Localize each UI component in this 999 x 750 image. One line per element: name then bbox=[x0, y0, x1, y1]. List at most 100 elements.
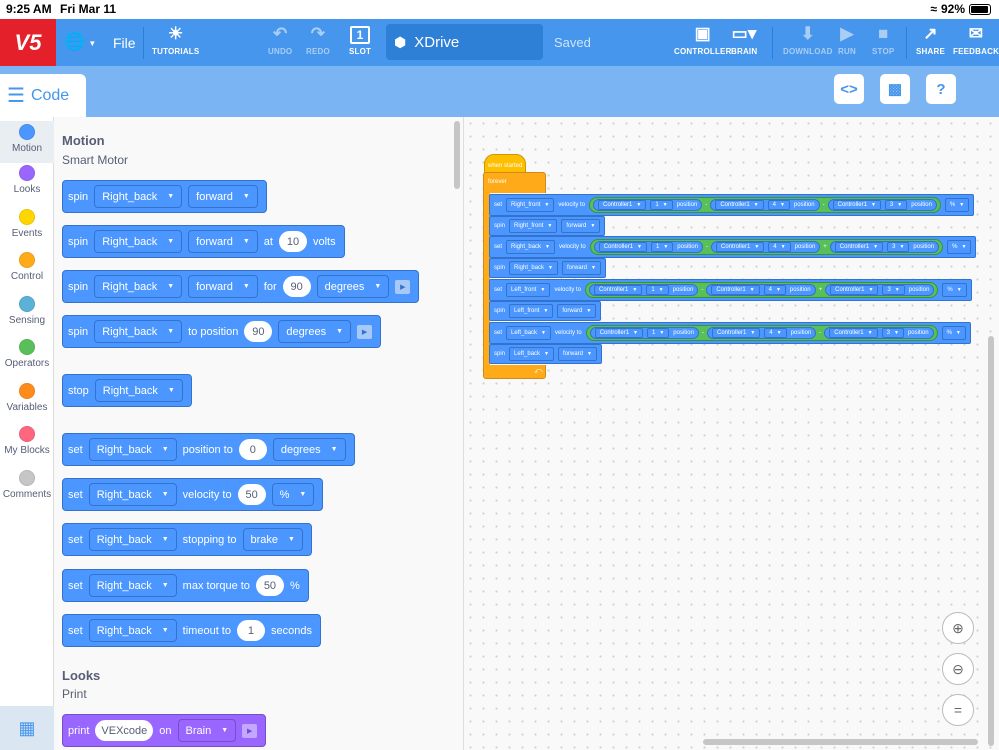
motor-dropdown[interactable]: Right_back▼ bbox=[94, 320, 183, 343]
unit-dropdown[interactable]: degrees▼ bbox=[316, 275, 390, 298]
category-events[interactable]: Events bbox=[0, 209, 54, 251]
download-button[interactable]: ⬇ DOWNLOAD bbox=[783, 23, 833, 56]
undo-button[interactable]: ↶ UNDO bbox=[268, 23, 292, 56]
motor-dropdown[interactable]: Right_back▼ bbox=[88, 483, 177, 506]
position-input[interactable]: 90 bbox=[244, 321, 273, 342]
category-variables[interactable]: Variables bbox=[0, 383, 54, 425]
block-spin-for[interactable]: spin Right_back▼ forward▼ for 90 degrees… bbox=[62, 270, 420, 303]
direction-dropdown[interactable]: forward▼ bbox=[188, 230, 258, 253]
category-looks[interactable]: Looks bbox=[0, 165, 54, 207]
unit-dropdown[interactable]: degrees▼ bbox=[278, 320, 352, 343]
set-velocity-block[interactable]: set Left_back▼ velocity to Controller1▼1… bbox=[489, 322, 971, 344]
degrees-input[interactable]: 90 bbox=[282, 276, 311, 297]
motor-dropdown[interactable]: Right_back▼ bbox=[88, 528, 177, 551]
code-workspace[interactable]: when started forever ⤺ set Right_front▼ … bbox=[464, 117, 999, 750]
stop-label: STOP bbox=[872, 47, 895, 56]
spin-block[interactable]: spin Left_back▼ forward▼ bbox=[489, 344, 602, 364]
spin-block[interactable]: spin Right_front▼ forward▼ bbox=[489, 216, 606, 236]
spin-block[interactable]: spin Right_back▼ forward▼ bbox=[489, 258, 606, 278]
run-block-icon[interactable]: ▶ bbox=[395, 279, 411, 294]
speech-bubble-icon: ✉ bbox=[968, 24, 984, 43]
block-spin[interactable]: spin Right_back▼ forward▼ bbox=[62, 180, 267, 213]
divider bbox=[906, 27, 907, 59]
velocity-input[interactable]: 50 bbox=[237, 484, 266, 505]
stop-button[interactable]: ■ STOP bbox=[872, 23, 894, 56]
workspace-horizontal-scrollbar[interactable] bbox=[703, 739, 978, 745]
controller-position-block: Controller1▼4▼position bbox=[710, 241, 821, 253]
block-stop[interactable]: stop Right_back▼ bbox=[62, 374, 192, 407]
direction-dropdown[interactable]: forward▼ bbox=[188, 185, 258, 208]
project-name-field[interactable]: ⬢ XDrive bbox=[386, 24, 543, 60]
category-my-blocks[interactable]: My Blocks bbox=[0, 426, 54, 468]
category-label: Sensing bbox=[8, 315, 46, 326]
block-print[interactable]: print VEXcode on Brain▼ ▶ bbox=[62, 714, 267, 747]
motor-dropdown[interactable]: Right_front▼ bbox=[506, 198, 555, 212]
unit-dropdown[interactable]: degrees▼ bbox=[272, 438, 346, 461]
feedback-button[interactable]: ✉ FEEDBACK bbox=[953, 23, 999, 56]
motor-dropdown[interactable]: Right_back▼ bbox=[94, 230, 183, 253]
timeout-input[interactable]: 1 bbox=[236, 620, 265, 641]
direction-dropdown[interactable]: forward▼ bbox=[188, 275, 258, 298]
category-motion[interactable]: Motion bbox=[0, 121, 54, 163]
redo-label: REDO bbox=[306, 47, 330, 56]
block-spin-volts[interactable]: spin Right_back▼ forward▼ at 10 volts bbox=[62, 225, 345, 258]
block-set-timeout[interactable]: set Right_back▼ timeout to 1 seconds bbox=[62, 614, 321, 647]
block-set-velocity[interactable]: set Right_back▼ velocity to 50 %▼ bbox=[62, 478, 324, 511]
workspace-vertical-scrollbar[interactable] bbox=[988, 336, 994, 746]
palette-scrollbar[interactable] bbox=[454, 121, 460, 189]
slot-button[interactable]: 1 SLOT bbox=[349, 23, 371, 56]
motor-dropdown[interactable]: Right_back▼ bbox=[94, 185, 183, 208]
category-comments[interactable]: Comments bbox=[0, 470, 54, 512]
controller-position-block: Controller1▼3▼position bbox=[825, 284, 935, 296]
volts-input[interactable]: 10 bbox=[278, 231, 307, 252]
zoom-reset-button[interactable]: = bbox=[942, 694, 974, 726]
run-block-icon[interactable]: ▶ bbox=[242, 723, 258, 738]
tutorials-label: TUTORIALS bbox=[152, 47, 200, 56]
zoom-out-button[interactable]: ⊖ bbox=[942, 653, 974, 685]
file-menu[interactable]: File bbox=[113, 35, 136, 51]
redo-button[interactable]: ↷ REDO bbox=[306, 23, 330, 56]
block-set-stopping[interactable]: set Right_back▼ stopping to brake▼ bbox=[62, 523, 312, 556]
category-control[interactable]: Control bbox=[0, 252, 54, 294]
block-set-max-torque[interactable]: set Right_back▼ max torque to 50 % bbox=[62, 569, 309, 602]
code-viewer-button[interactable]: <> bbox=[834, 74, 864, 104]
set-velocity-block[interactable]: set Right_front▼ velocity to Controller1… bbox=[489, 194, 975, 216]
status-date: Fri Mar 11 bbox=[60, 2, 117, 16]
block-spin-to-position[interactable]: spin Right_back▼ to position 90 degrees▼… bbox=[62, 315, 382, 348]
run-block-icon[interactable]: ▶ bbox=[357, 324, 373, 339]
motor-dropdown[interactable]: Right_back▼ bbox=[88, 619, 177, 642]
motor-dropdown[interactable]: Right_back▼ bbox=[94, 275, 183, 298]
vex-logo[interactable]: V5 bbox=[0, 19, 56, 66]
category-sensing[interactable]: Sensing bbox=[0, 296, 54, 338]
run-button[interactable]: ▶ RUN bbox=[838, 23, 856, 56]
motor-dropdown[interactable]: Right_back▼ bbox=[88, 438, 177, 461]
brake-dropdown[interactable]: brake▼ bbox=[242, 528, 303, 551]
operator-block[interactable]: Controller1▼1▼position - Controller1▼4▼p… bbox=[589, 197, 941, 213]
language-button[interactable]: 🌐 ▼ bbox=[64, 31, 97, 55]
spin-block[interactable]: spin Left_front▼ forward▼ bbox=[489, 301, 602, 321]
brain-label: BRAIN bbox=[731, 47, 758, 56]
block-set-position[interactable]: set Right_back▼ position to 0 degrees▼ bbox=[62, 433, 355, 466]
controller-button[interactable]: ▣ CONTROLLER bbox=[674, 23, 732, 56]
torque-input[interactable]: 50 bbox=[255, 575, 284, 596]
print-text-input[interactable]: VEXcode bbox=[95, 720, 154, 741]
motor-dropdown[interactable]: Right_back▼ bbox=[88, 574, 177, 597]
devices-button[interactable]: ▩ bbox=[880, 74, 910, 104]
position-input[interactable]: 0 bbox=[238, 439, 267, 460]
tutorials-button[interactable]: ☀ TUTORIALS bbox=[152, 23, 199, 56]
zoom-in-button[interactable]: ⊕ bbox=[942, 612, 974, 644]
extensions-button[interactable]: ▦ bbox=[0, 706, 54, 750]
help-button[interactable]: ? bbox=[926, 74, 956, 104]
code-tab[interactable]: ☰ Code bbox=[0, 74, 86, 117]
set-velocity-block[interactable]: set Right_back▼ velocity to Controller1▼… bbox=[489, 236, 977, 258]
share-button[interactable]: ↗ SHARE bbox=[916, 23, 945, 56]
set-velocity-block[interactable]: set Left_front▼ velocity to Controller1▼… bbox=[489, 279, 972, 301]
print-target-dropdown[interactable]: Brain▼ bbox=[177, 719, 237, 742]
motor-dropdown[interactable]: Right_back▼ bbox=[94, 379, 183, 402]
brain-button[interactable]: ▭▾ BRAIN bbox=[731, 23, 757, 56]
unit-dropdown[interactable]: %▼ bbox=[271, 483, 315, 506]
extension-icon: ▦ bbox=[18, 717, 36, 738]
category-operators[interactable]: Operators bbox=[0, 339, 54, 381]
blocks-icon: ☰ bbox=[7, 85, 25, 107]
controller-label: CONTROLLER bbox=[674, 47, 732, 56]
